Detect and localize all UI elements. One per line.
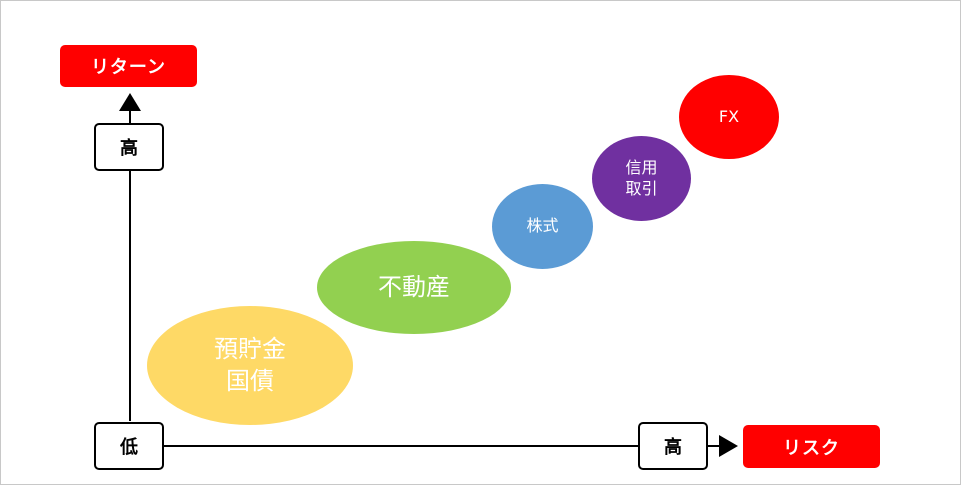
bubble-fx-line-1: FX [718,106,740,126]
bubble-deposit: 預貯金 国債 [147,306,353,425]
risk-label: リスク [743,425,880,468]
bubble-margin-line-1: 信用 [625,157,658,177]
x-arrow-head [719,435,738,457]
return-label: リターン [60,45,197,87]
bubble-deposit-line-2: 国債 [226,366,274,395]
bubble-deposit-line-1: 預貯金 [214,335,286,364]
bubble-stocks: 株式 [492,184,593,269]
low-label: 低 [94,422,164,470]
bubble-stocks-line-1: 株式 [526,216,559,236]
bubble-margin: 信用 取引 [592,136,691,221]
bubble-real-estate-line-1: 不動産 [378,272,450,301]
bubble-real-estate: 不動産 [317,241,511,334]
x-high-label: 高 [638,422,708,470]
bubble-margin-line-2: 取引 [625,178,658,198]
bubble-fx: FX [679,75,779,159]
y-arrow-head [119,93,141,111]
y-high-label: 高 [94,123,164,171]
